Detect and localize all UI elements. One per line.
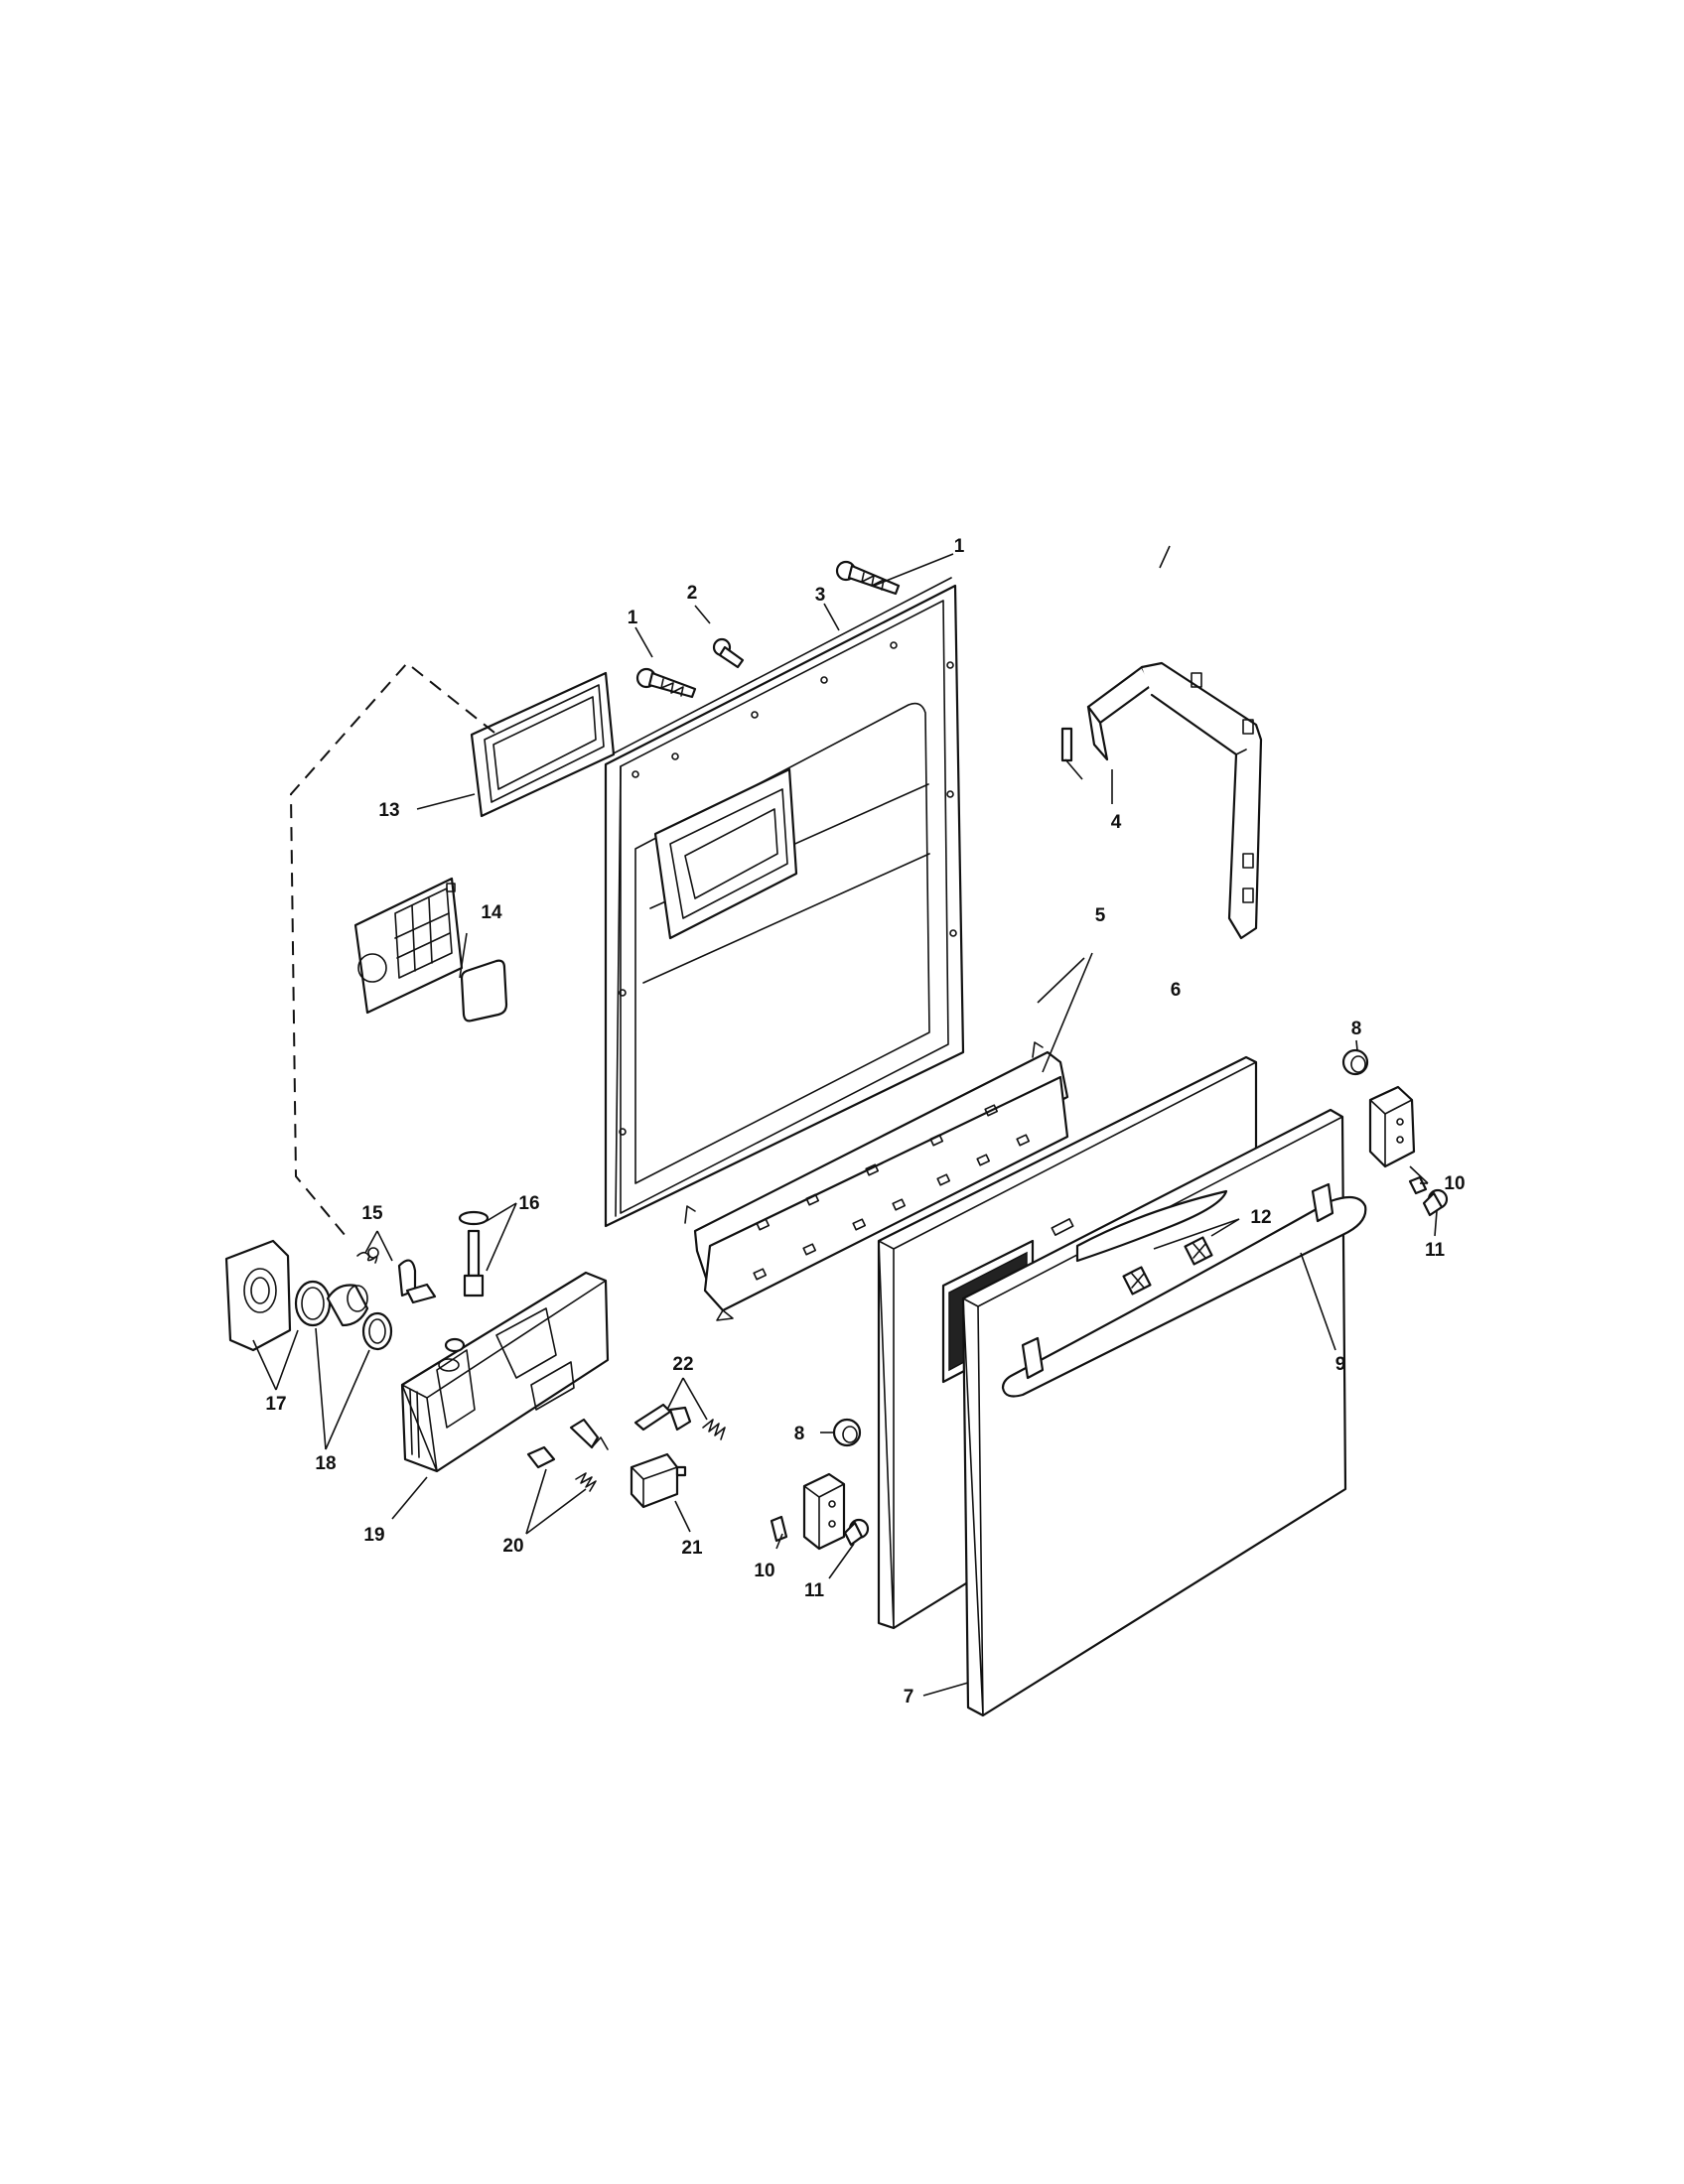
callout-19: 19	[363, 1525, 384, 1546]
hinge-pin-right	[1422, 1188, 1449, 1217]
screw-top-right	[835, 560, 901, 596]
door-handle	[1001, 1182, 1367, 1398]
callout-10-right: 10	[1444, 1173, 1465, 1194]
callout-12: 12	[1250, 1207, 1271, 1228]
callout-17: 17	[265, 1394, 286, 1415]
callout-7: 7	[904, 1687, 914, 1707]
dispenser-gasket-frame	[470, 671, 616, 818]
callout-18: 18	[315, 1453, 336, 1474]
vent-bracket	[1060, 661, 1263, 940]
callout-21: 21	[681, 1538, 703, 1559]
seal-ring-large	[294, 1280, 332, 1327]
dispenser-knob-cover	[224, 1239, 292, 1352]
callout-11-left: 11	[804, 1580, 825, 1601]
callout-8-left: 8	[794, 1424, 805, 1444]
callout-11-right: 11	[1425, 1240, 1446, 1261]
dispenser-cover	[353, 877, 464, 1015]
inner-door-panel	[604, 577, 965, 1228]
hinge-left	[802, 1472, 846, 1551]
callout-1-top: 1	[954, 536, 965, 557]
hinge-right-screw	[1408, 1175, 1428, 1195]
dispenser-cover-seal	[460, 959, 508, 1023]
callout-6: 6	[1171, 980, 1182, 1001]
callout-labels: 1 1 2 3 4 5 6 7 8 8 9 10 10 11 11 12 13 …	[265, 536, 1465, 1707]
bumper-left	[832, 1418, 862, 1447]
lower-trim-strip	[684, 1041, 1069, 1321]
callout-9: 9	[1335, 1354, 1346, 1375]
callout-16: 16	[518, 1193, 539, 1214]
rinse-aid-cap	[458, 1210, 490, 1297]
lever-parts	[526, 1418, 609, 1492]
callout-2: 2	[687, 583, 698, 604]
assembly-path-dashed	[289, 661, 495, 1237]
hinge-left-screw	[770, 1515, 788, 1543]
hinge-right	[1368, 1085, 1416, 1168]
callout-13: 13	[378, 800, 399, 821]
spring-and-pivot	[356, 1247, 437, 1304]
callout-8-right: 8	[1351, 1019, 1362, 1039]
callout-20: 20	[502, 1536, 523, 1557]
callout-3: 3	[815, 585, 826, 606]
callout-22: 22	[672, 1354, 693, 1375]
callout-4: 4	[1111, 812, 1122, 833]
seal-ring-small	[361, 1311, 393, 1351]
callout-1-left: 1	[628, 608, 638, 628]
bushing	[326, 1284, 369, 1327]
hinge-pin-left	[843, 1518, 870, 1547]
latch-lever	[633, 1403, 726, 1440]
leader-lines	[252, 545, 1438, 1697]
small-screw	[712, 637, 745, 669]
dispenser-assembly	[400, 1271, 610, 1473]
callout-14: 14	[481, 902, 502, 923]
callout-10-left: 10	[754, 1561, 774, 1581]
door-switch	[630, 1452, 687, 1509]
callout-5: 5	[1095, 905, 1106, 926]
screw-top-left	[635, 667, 697, 699]
callout-15: 15	[361, 1203, 383, 1224]
bumper-right	[1341, 1048, 1369, 1076]
